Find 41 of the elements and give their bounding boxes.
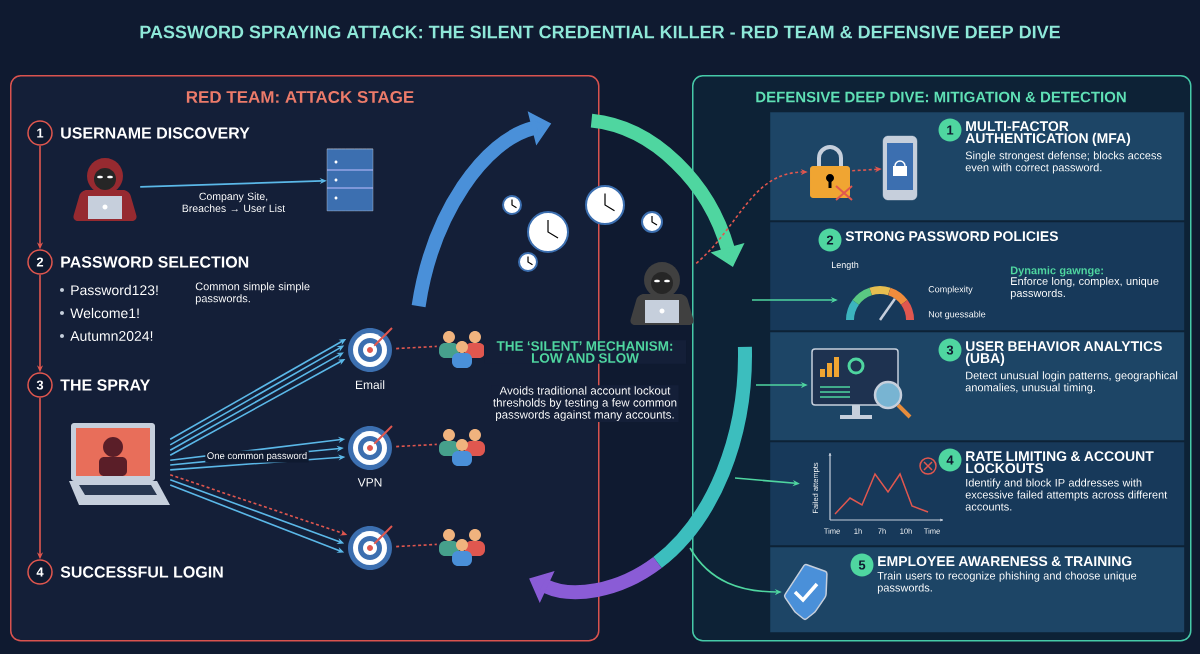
- step-number: 1: [938, 118, 962, 142]
- dotted-line: [395, 345, 438, 350]
- laptop-icon: [69, 423, 170, 505]
- title: PASSWORD SPRAYING ATTACK: THE SILENT CREDENTIAL KILLER - RED TEAM & DEFENSIVE DEEP DIVE: [140, 25, 1060, 39]
- dotted-line: [395, 443, 438, 448]
- step-number: 4: [27, 559, 53, 585]
- people-icon: [439, 529, 485, 566]
- note-text: Common simple simple passwords.: [195, 282, 310, 305]
- step-number: 1: [27, 120, 53, 146]
- edge-label: Company Site, Breaches → User List: [182, 192, 286, 213]
- gauge-label: Not guessable: [928, 310, 986, 320]
- step-number: 3: [938, 338, 962, 362]
- section-heading: THE ‘SILENT’ MECHANISM: LOW AND SLOW: [484, 340, 686, 364]
- target-caption: Email: [356, 380, 385, 389]
- target-icon: [348, 525, 393, 570]
- step-number: 2: [818, 228, 842, 252]
- step-number: 4: [938, 448, 962, 472]
- smartphone-icon: [882, 135, 918, 201]
- step-number: 3: [27, 372, 53, 398]
- step-number: 5: [850, 553, 874, 577]
- padlock-icon: [810, 145, 853, 201]
- step-heading: USERNAME DISCOVERY: [61, 127, 250, 139]
- description-text: Avoids traditional account lockout thresholds by testing a few common passwords against many accounts.: [491, 385, 679, 422]
- people-icon: [439, 331, 485, 368]
- shield-icon: [783, 563, 828, 621]
- step-number: 2: [27, 249, 53, 275]
- database-icon: [326, 148, 374, 212]
- gauge-label: Complexity: [928, 285, 973, 295]
- target-caption: VPN: [357, 478, 382, 487]
- step-heading: SUCCESSFUL LOGIN: [60, 566, 223, 578]
- gauge-label: Length: [832, 261, 859, 270]
- step-heading: THE SPRAY: [60, 379, 151, 391]
- dotted-line: [395, 543, 438, 548]
- dashboard-icon: [811, 348, 912, 419]
- list-item: Autumn2024!: [60, 331, 153, 341]
- hacker-icon: [630, 262, 694, 325]
- people-icon: [439, 429, 485, 466]
- step-heading: PASSWORD SELECTION: [61, 256, 249, 268]
- list-item: Welcome1!: [60, 307, 139, 319]
- hacker-icon: [73, 158, 137, 221]
- list-item: Password123!: [60, 284, 158, 296]
